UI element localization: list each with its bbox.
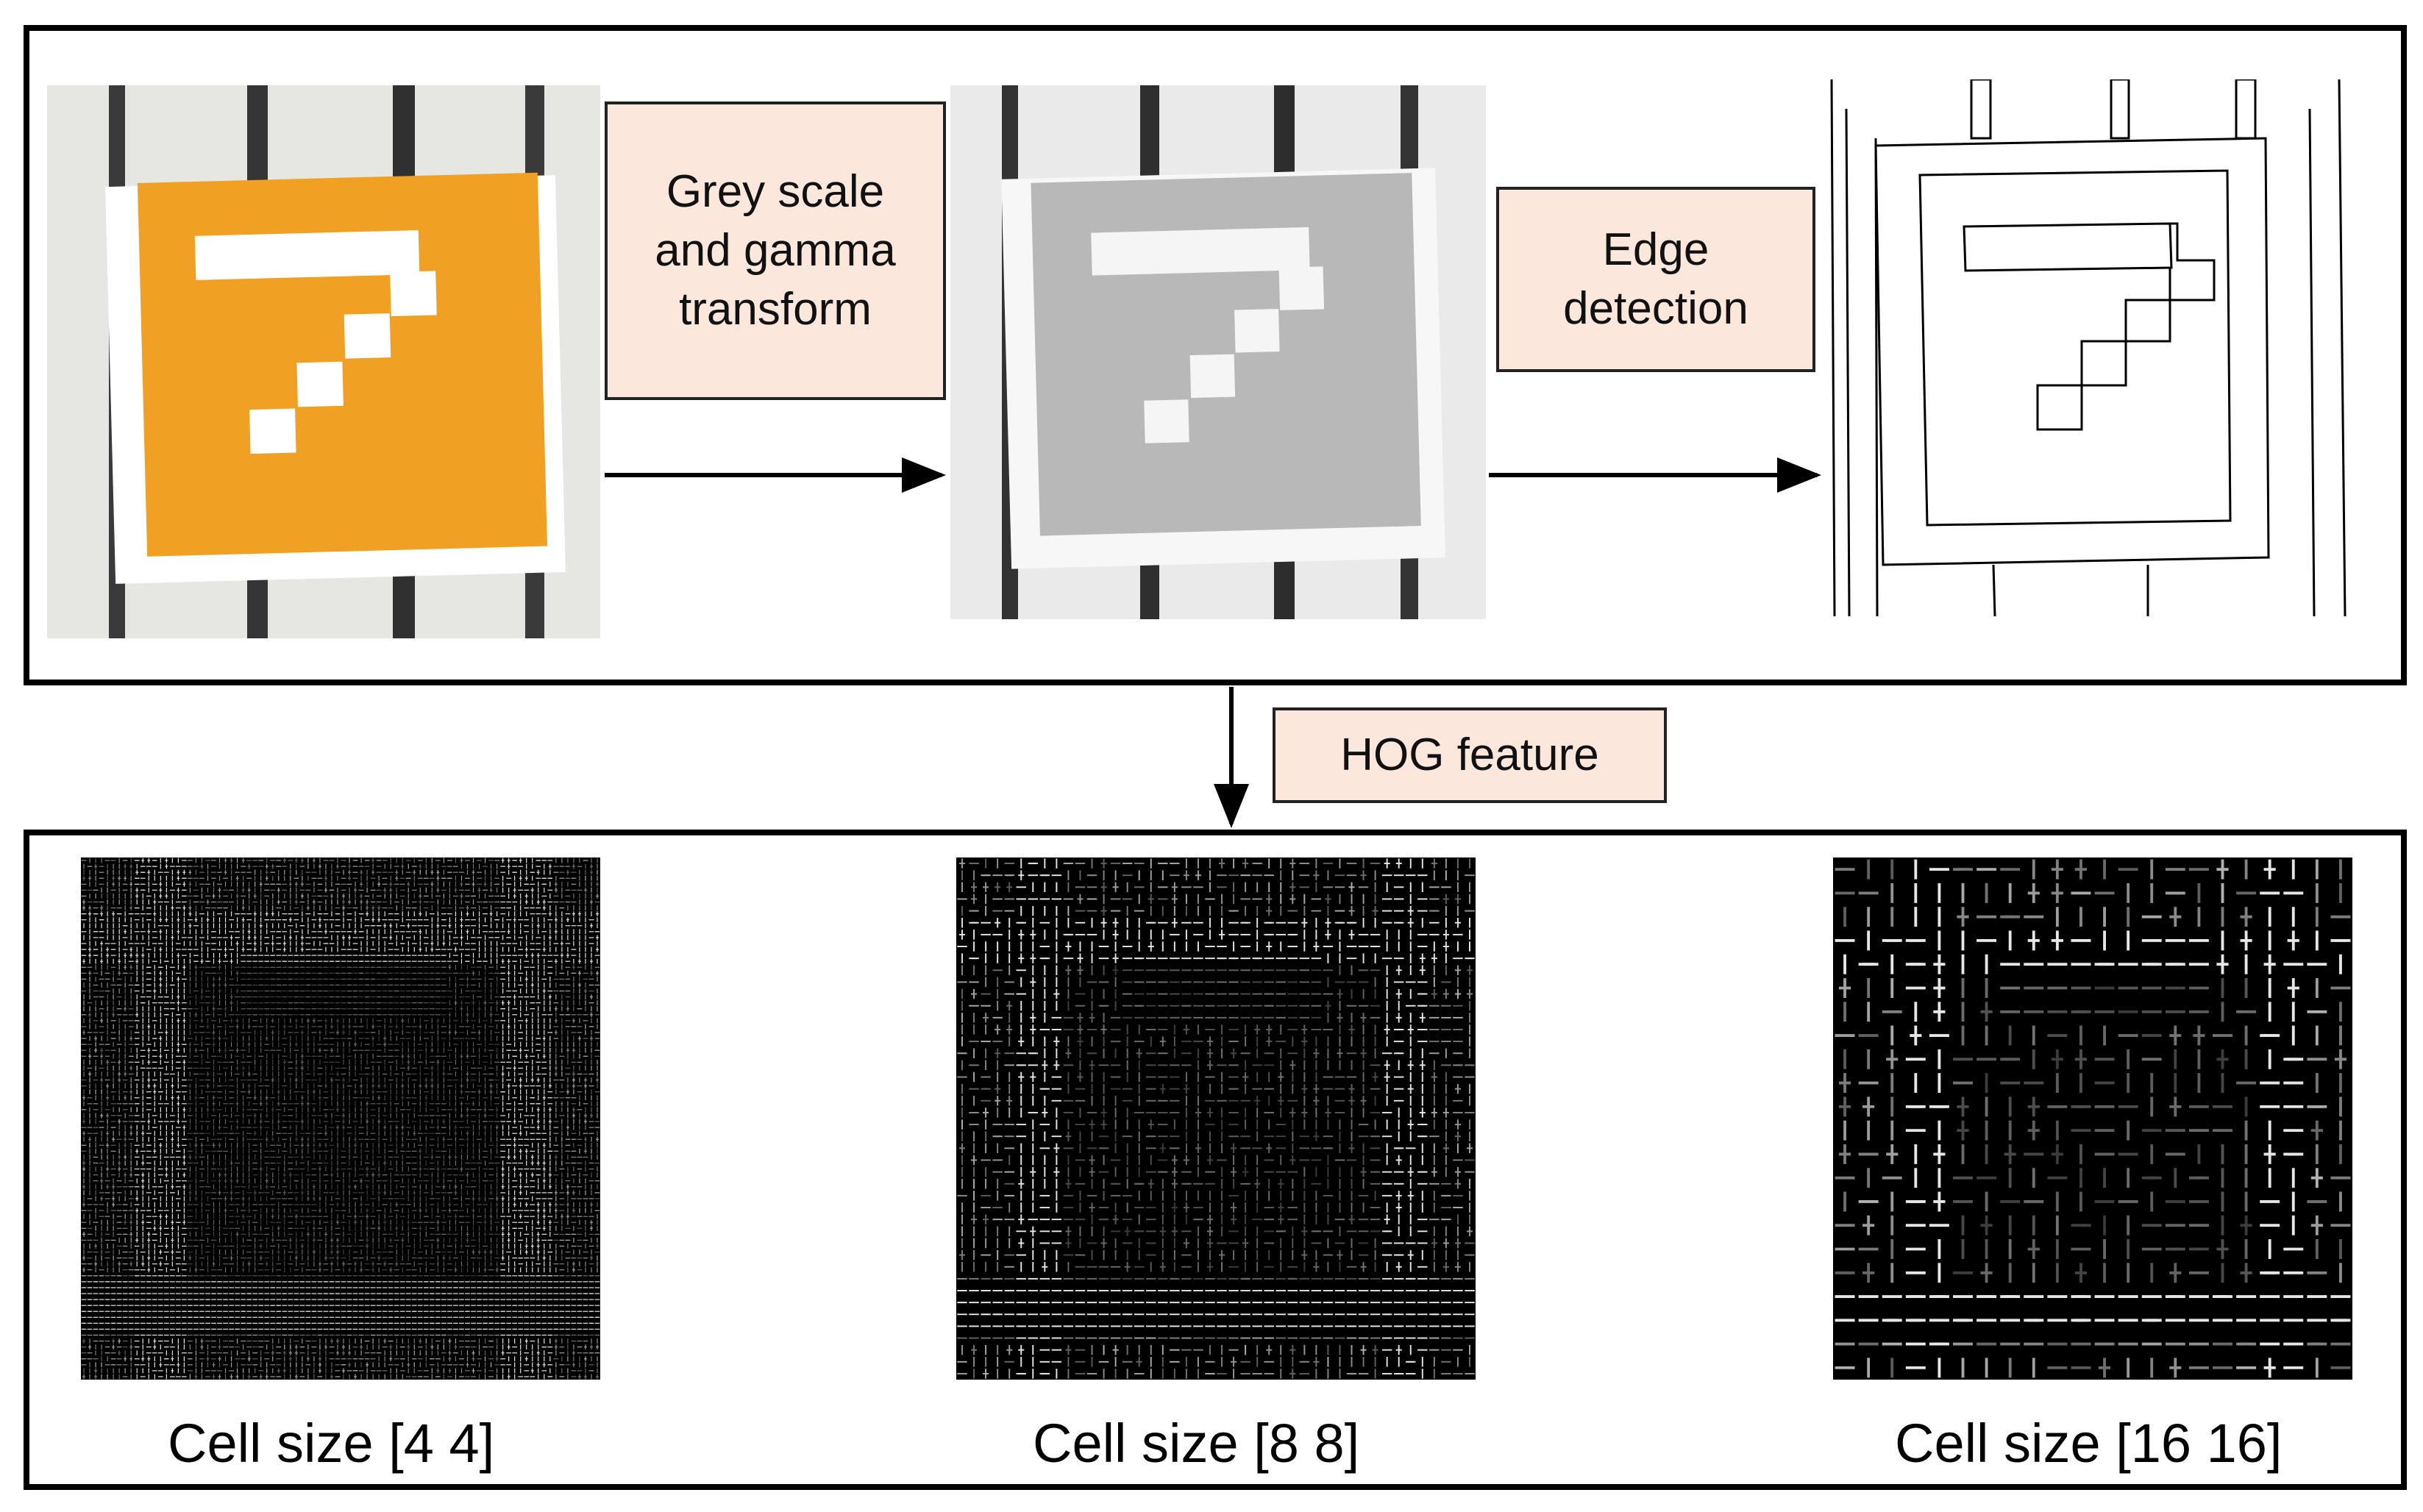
hog-feature-step: HOG feature xyxy=(1273,707,1667,803)
edge-detection-step: Edge detection xyxy=(1496,187,1815,372)
grayscale-photo xyxy=(950,85,1486,619)
hog-panel-4x4 xyxy=(81,857,600,1380)
grayscale-gamma-step: Grey scale and gamma transform xyxy=(605,101,946,400)
edge-map xyxy=(1824,79,2372,616)
original-photo xyxy=(47,85,600,638)
